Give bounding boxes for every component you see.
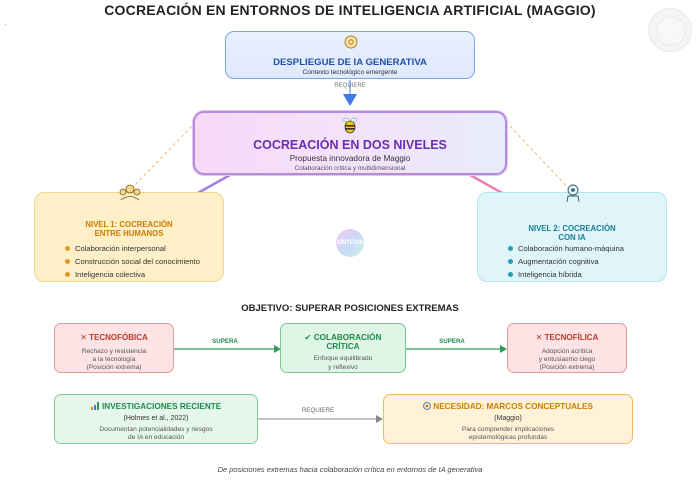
necesidad-title: NECESIDAD: MARCOS CONCEPTUALES [433, 402, 593, 411]
list-item: Inteligencia híbrida [508, 268, 624, 281]
tecnofilica-heading: ✕ TECNOFÍLICA [508, 333, 626, 342]
necesidad-heading: NECESIDAD: MARCOS CONCEPTUALES [384, 402, 632, 411]
tecnofobica-line-1: Rechazo y resistencia [81, 348, 147, 355]
cross-icon: ✕ [535, 333, 543, 342]
investigaciones-line-1: Documentan potencialidades y riesgos [99, 426, 213, 433]
nivel2-box: NIVEL 2: COCREACIÓN CON IA Colaboración … [477, 184, 667, 282]
necesidad-line-1: Para comprender implicaciones [461, 426, 555, 433]
nivel1-list: Colaboración interpersonal Construcción … [65, 242, 200, 281]
tecnofobica-line-2: a la tecnología [92, 356, 136, 363]
colaboracion-title-1: COLABORACIÓN [313, 333, 382, 342]
dash-left [127, 121, 197, 193]
robot-hand-icon [566, 184, 580, 203]
brain-gear-icon [344, 35, 358, 49]
ia-generativa-subtitle: Contexto tecnológico emergente [302, 69, 398, 76]
check-icon: ✔ [304, 333, 312, 342]
nivel1-title-2: ENTRE HUMANOS [94, 229, 164, 238]
dash-right [505, 121, 573, 193]
tecnofilica-line-3: (Posición extrema) [539, 364, 595, 371]
tecnofilica-line-2: y entusiasmo ciego [538, 356, 596, 363]
center-left-line [195, 173, 231, 196]
corner-mark: · [4, 20, 7, 29]
investigaciones-box: INVESTIGACIONES RECIENTE (Holmes et al.,… [54, 394, 258, 444]
nivel2-title-2: CON IA [558, 233, 586, 242]
nivel2-list: Colaboración humano-máquina Augmentación… [508, 242, 624, 281]
people-network-icon [119, 184, 141, 201]
supera-arrowhead-1 [274, 345, 281, 353]
cocreacion-detail: Colaboración crítica y multidimensional [294, 165, 406, 172]
list-item: Colaboración humano-máquina [508, 242, 624, 255]
necesidad-box: NECESIDAD: MARCOS CONCEPTUALES (Maggio) … [383, 394, 633, 444]
chart-icon [90, 402, 99, 410]
nivel2-title-1: NIVEL 2: COCREACIÓN [528, 224, 616, 233]
requiere-arrowhead [376, 415, 383, 423]
seal-icon [648, 8, 692, 52]
list-item: Construcción social del conocimiento [65, 255, 200, 268]
cocreacion-subtitle: Propuesta innovadora de Maggio [289, 154, 411, 163]
colaboracion-line-2: y reflexivo [328, 364, 358, 371]
investigaciones-heading: INVESTIGACIONES RECIENTE [55, 402, 257, 411]
objective-heading: OBJETIVO: SUPERAR POSICIONES EXTREMAS [241, 303, 459, 314]
ia-generativa-title: DESPLIEGUE DE IA GENERATIVA [273, 57, 427, 68]
center-right-line [469, 173, 505, 196]
synthesis-badge: SÍNTESIS [336, 229, 364, 257]
caption: De posiciones extremas hacia colaboració… [217, 465, 483, 474]
cocreacion-box: COCREACIÓN EN DOS NIVELES Propuesta inno… [193, 111, 507, 175]
ia-generativa-box: DESPLIEGUE DE IA GENERATIVA Contexto tec… [225, 31, 475, 79]
cross-icon: ✕ [80, 333, 87, 342]
colaboracion-line-1: Enfoque equilibrado [313, 355, 373, 362]
colaboracion-heading: ✔ COLABORACIÓN [281, 332, 405, 342]
bee-icon [342, 117, 358, 134]
nivel1-box: NIVEL 1: COCREACIÓN ENTRE HUMANOS Colabo… [34, 184, 224, 282]
tecnofobica-heading: ✕ TECNOFÓBICA [55, 333, 173, 342]
tecnofilica-box: ✕ TECNOFÍLICA Adopción acrítica y entusi… [507, 323, 627, 373]
tecnofilica-title: TECNOFÍLICA [544, 333, 599, 342]
list-item: Augmentación cognitiva [508, 255, 624, 268]
cocreacion-title: COCREACIÓN EN DOS NIVELES [253, 138, 447, 152]
page-title: COCREACIÓN EN ENTORNOS DE INTELIGENCIA A… [104, 2, 596, 18]
supera-arrowhead-2 [500, 345, 507, 353]
necesidad-citation: (Maggio) [494, 415, 522, 422]
requiere-label-top: REQUIERE [334, 83, 366, 89]
nivel1-title-1: NIVEL 1: COCREACIÓN [85, 220, 173, 229]
supera-label-2: SUPERA [439, 338, 465, 345]
investigaciones-line-2: de IA en educación [127, 434, 185, 441]
target-icon [423, 402, 431, 410]
top-center-arrow [343, 94, 357, 106]
list-item: Colaboración interpersonal [65, 242, 200, 255]
supera-label-1: SUPERA [212, 338, 238, 345]
tecnofobica-line-3: (Posición extrema) [86, 364, 142, 371]
necesidad-line-2: epistemológicas profundas [468, 434, 548, 441]
colaboracion-title-2: CRÍTICA [326, 342, 360, 351]
investigaciones-title: INVESTIGACIONES RECIENTE [102, 402, 222, 411]
tecnofilica-line-1: Adopción acrítica [541, 348, 593, 355]
requiere-label-bottom: REQUIERE [301, 407, 335, 414]
tecnofobica-box: ✕ TECNOFÓBICA Rechazo y resistencia a la… [54, 323, 174, 373]
tecnofobica-title: TECNOFÓBICA [89, 333, 148, 342]
investigaciones-citation: (Holmes et al., 2022) [123, 415, 189, 422]
colaboracion-box: ✔ COLABORACIÓN CRÍTICA Enfoque equilibra… [280, 323, 406, 373]
list-item: Inteligencia colectiva [65, 268, 200, 281]
